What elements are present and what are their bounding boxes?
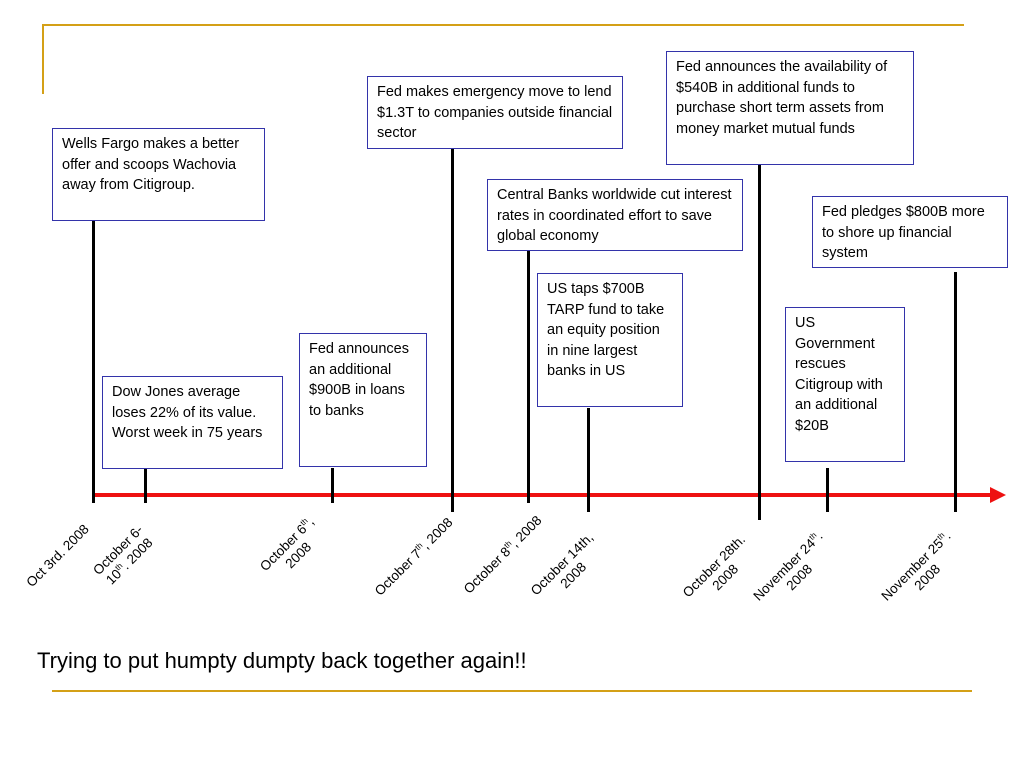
timeline-arrowhead [990, 487, 1006, 503]
stem-oct7 [451, 148, 454, 512]
stem-oct6-10 [144, 468, 147, 503]
date-oct7-a: October 7 [371, 546, 425, 599]
date-oct14-line1: October 14th, [527, 529, 597, 599]
date-label-oct14: October 14th, 2008 [523, 525, 614, 616]
event-box-tarp: US taps $700B TARP fund to take an equit… [537, 273, 683, 407]
slide-caption: Trying to put humpty dumpty back togethe… [37, 648, 527, 673]
event-box-wells-fargo: Wells Fargo makes a better offer and sco… [52, 128, 265, 221]
date-label-oct7: October 7th, 2008 [367, 510, 462, 605]
date-oct8-b: , 2008 [507, 512, 545, 550]
top-border-line [43, 24, 964, 26]
stem-oct6 [331, 468, 334, 503]
stem-oct8 [527, 250, 530, 503]
date-oct3-text: Oct 3rd. 2008 [23, 521, 92, 590]
stem-oct3 [92, 220, 95, 503]
bottom-border-line [52, 690, 972, 692]
event-box-dow-jones: Dow Jones average loses 22% of its value… [102, 376, 283, 469]
event-box-fed-900b: Fed announces an additional $900B in loa… [299, 333, 427, 467]
date-oct7-b: , 2008 [418, 514, 456, 552]
date-oct28-line1: October 28th. [679, 531, 749, 601]
date-label-nov24: November 24th. 2008 [746, 524, 842, 620]
event-box-fed-800b: Fed pledges $800B more to shore up finan… [812, 196, 1008, 268]
event-box-central-banks: Central Banks worldwide cut interest rat… [487, 179, 743, 251]
event-box-fed-540b: Fed announces the availability of $540B … [666, 51, 914, 165]
timeline-axis [93, 493, 993, 497]
date-oct8-a: October 8 [460, 544, 514, 597]
date-label-nov25: November 25th. 2008 [874, 524, 970, 620]
stem-oct14 [587, 408, 590, 512]
date-label-oct6: October 6th, 2008 [250, 507, 336, 593]
date-label-oct3: Oct 3rd. 2008 [16, 514, 101, 599]
stem-nov25 [954, 272, 957, 512]
event-box-fed-1-3t: Fed makes emergency move to lend $1.3T t… [367, 76, 623, 149]
event-box-citigroup: US Government rescues Citigroup with an … [785, 307, 905, 462]
stem-oct28 [758, 164, 761, 520]
stem-nov24 [826, 468, 829, 512]
left-border-line [42, 24, 44, 94]
